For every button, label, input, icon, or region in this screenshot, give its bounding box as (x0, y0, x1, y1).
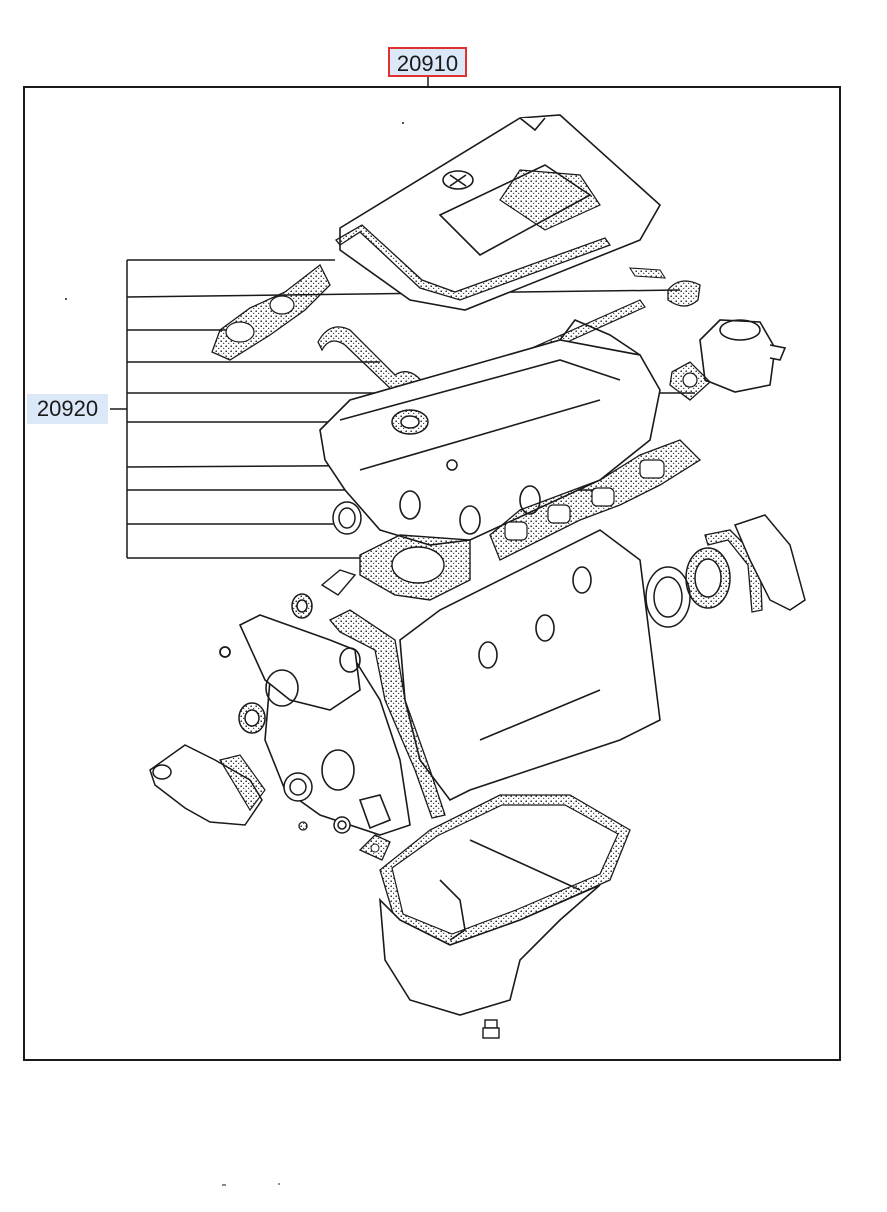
front-cover-gasket (328, 609, 446, 819)
small-seal-left (291, 593, 313, 619)
exhaust-port-holes (504, 459, 665, 541)
rear-seal-retainer (685, 547, 731, 609)
water-pump-o-ring (219, 646, 231, 658)
oil-seal-small (333, 816, 351, 834)
cylinder-head (319, 319, 661, 546)
water-pump (238, 614, 361, 711)
oil-pump-seal (283, 772, 313, 802)
water-outlet-gasket (219, 754, 266, 812)
cam-seal (391, 409, 429, 435)
stray-mark (65, 298, 67, 300)
oil-pan (379, 839, 601, 1016)
small-dot-seal (298, 821, 308, 831)
spark-plug-gasket (499, 169, 601, 231)
diagram-frame (23, 86, 841, 1061)
stray-mark (402, 122, 404, 124)
valve-cover-gasket (335, 224, 612, 301)
front-crank-seal (238, 702, 266, 734)
small-right-gasket-strip (628, 267, 667, 279)
rear-oil-seal (645, 566, 691, 628)
drain-plug (482, 1019, 500, 1039)
part-number-20910[interactable]: 20910 (388, 47, 467, 77)
intake-manifold-gasket (211, 264, 331, 361)
part-number-20920[interactable]: 20920 (27, 394, 108, 424)
thermostat-housing (699, 319, 787, 393)
water-outlet-fitting (149, 744, 263, 826)
valve-stem-seal (332, 501, 362, 535)
small-o-ring (446, 459, 458, 471)
valve-cover (339, 114, 662, 311)
half-moon-seal (667, 280, 701, 307)
pipe-fitting (320, 569, 357, 596)
rear-seal-case (733, 514, 806, 611)
